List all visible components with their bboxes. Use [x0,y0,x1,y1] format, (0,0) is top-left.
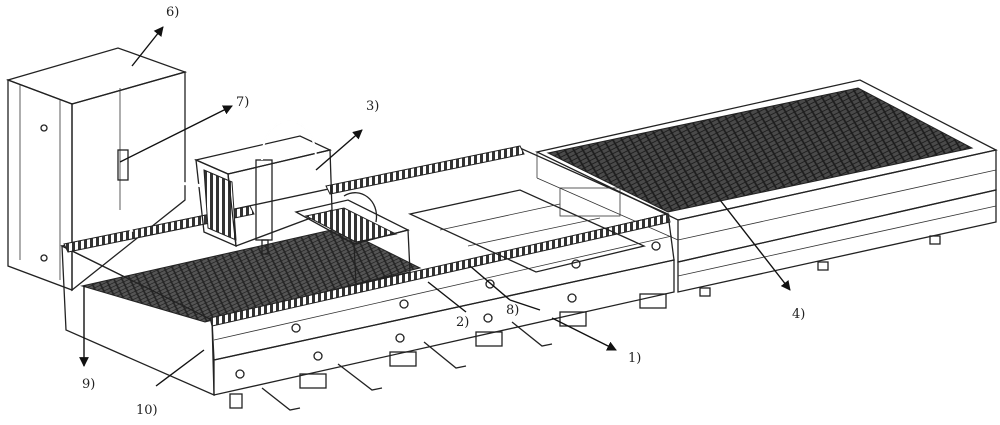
leader-1 [551,317,617,351]
leader-6 [131,26,164,67]
leader-8b [509,299,541,311]
callout-1: 1) [628,351,641,366]
leader-3 [315,129,363,171]
callout-labels: 6) 7) 3) 4) 1) 2) 8) 9) 10) [82,5,805,418]
exchange-table [535,79,998,297]
gantry [125,120,646,285]
callout-2: 2) [456,315,469,330]
leader-lines [79,26,791,387]
leader-7 [119,105,233,163]
callout-7: 7) [236,95,249,110]
leader-4 [719,199,791,291]
gear-racks [63,145,671,327]
electrical-cabinet [5,47,188,292]
callout-3: 3) [366,99,379,114]
callout-4: 4) [792,307,805,322]
callout-6: 6) [166,5,179,20]
leader-8 [469,265,511,301]
leader-2 [427,281,467,313]
leader-10 [155,349,205,387]
callout-8: 8) [506,303,519,318]
callout-9: 9) [82,377,95,392]
callout-10: 10) [136,403,158,418]
